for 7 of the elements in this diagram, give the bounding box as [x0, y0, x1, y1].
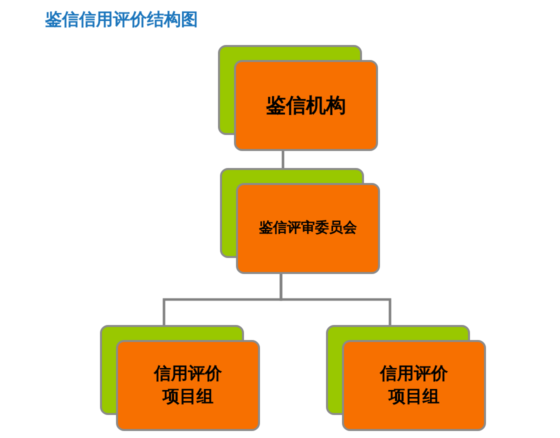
- node-label: 鉴信机构: [266, 92, 346, 119]
- connector-line: [282, 151, 284, 168]
- title: 鉴信信用评价结构图: [45, 9, 198, 31]
- node-label: 鉴信评审委员会: [259, 219, 357, 238]
- connector-line: [280, 274, 392, 325]
- node-label: 信用评价项目组: [152, 362, 223, 408]
- node-label: 信用评价项目组: [378, 362, 449, 408]
